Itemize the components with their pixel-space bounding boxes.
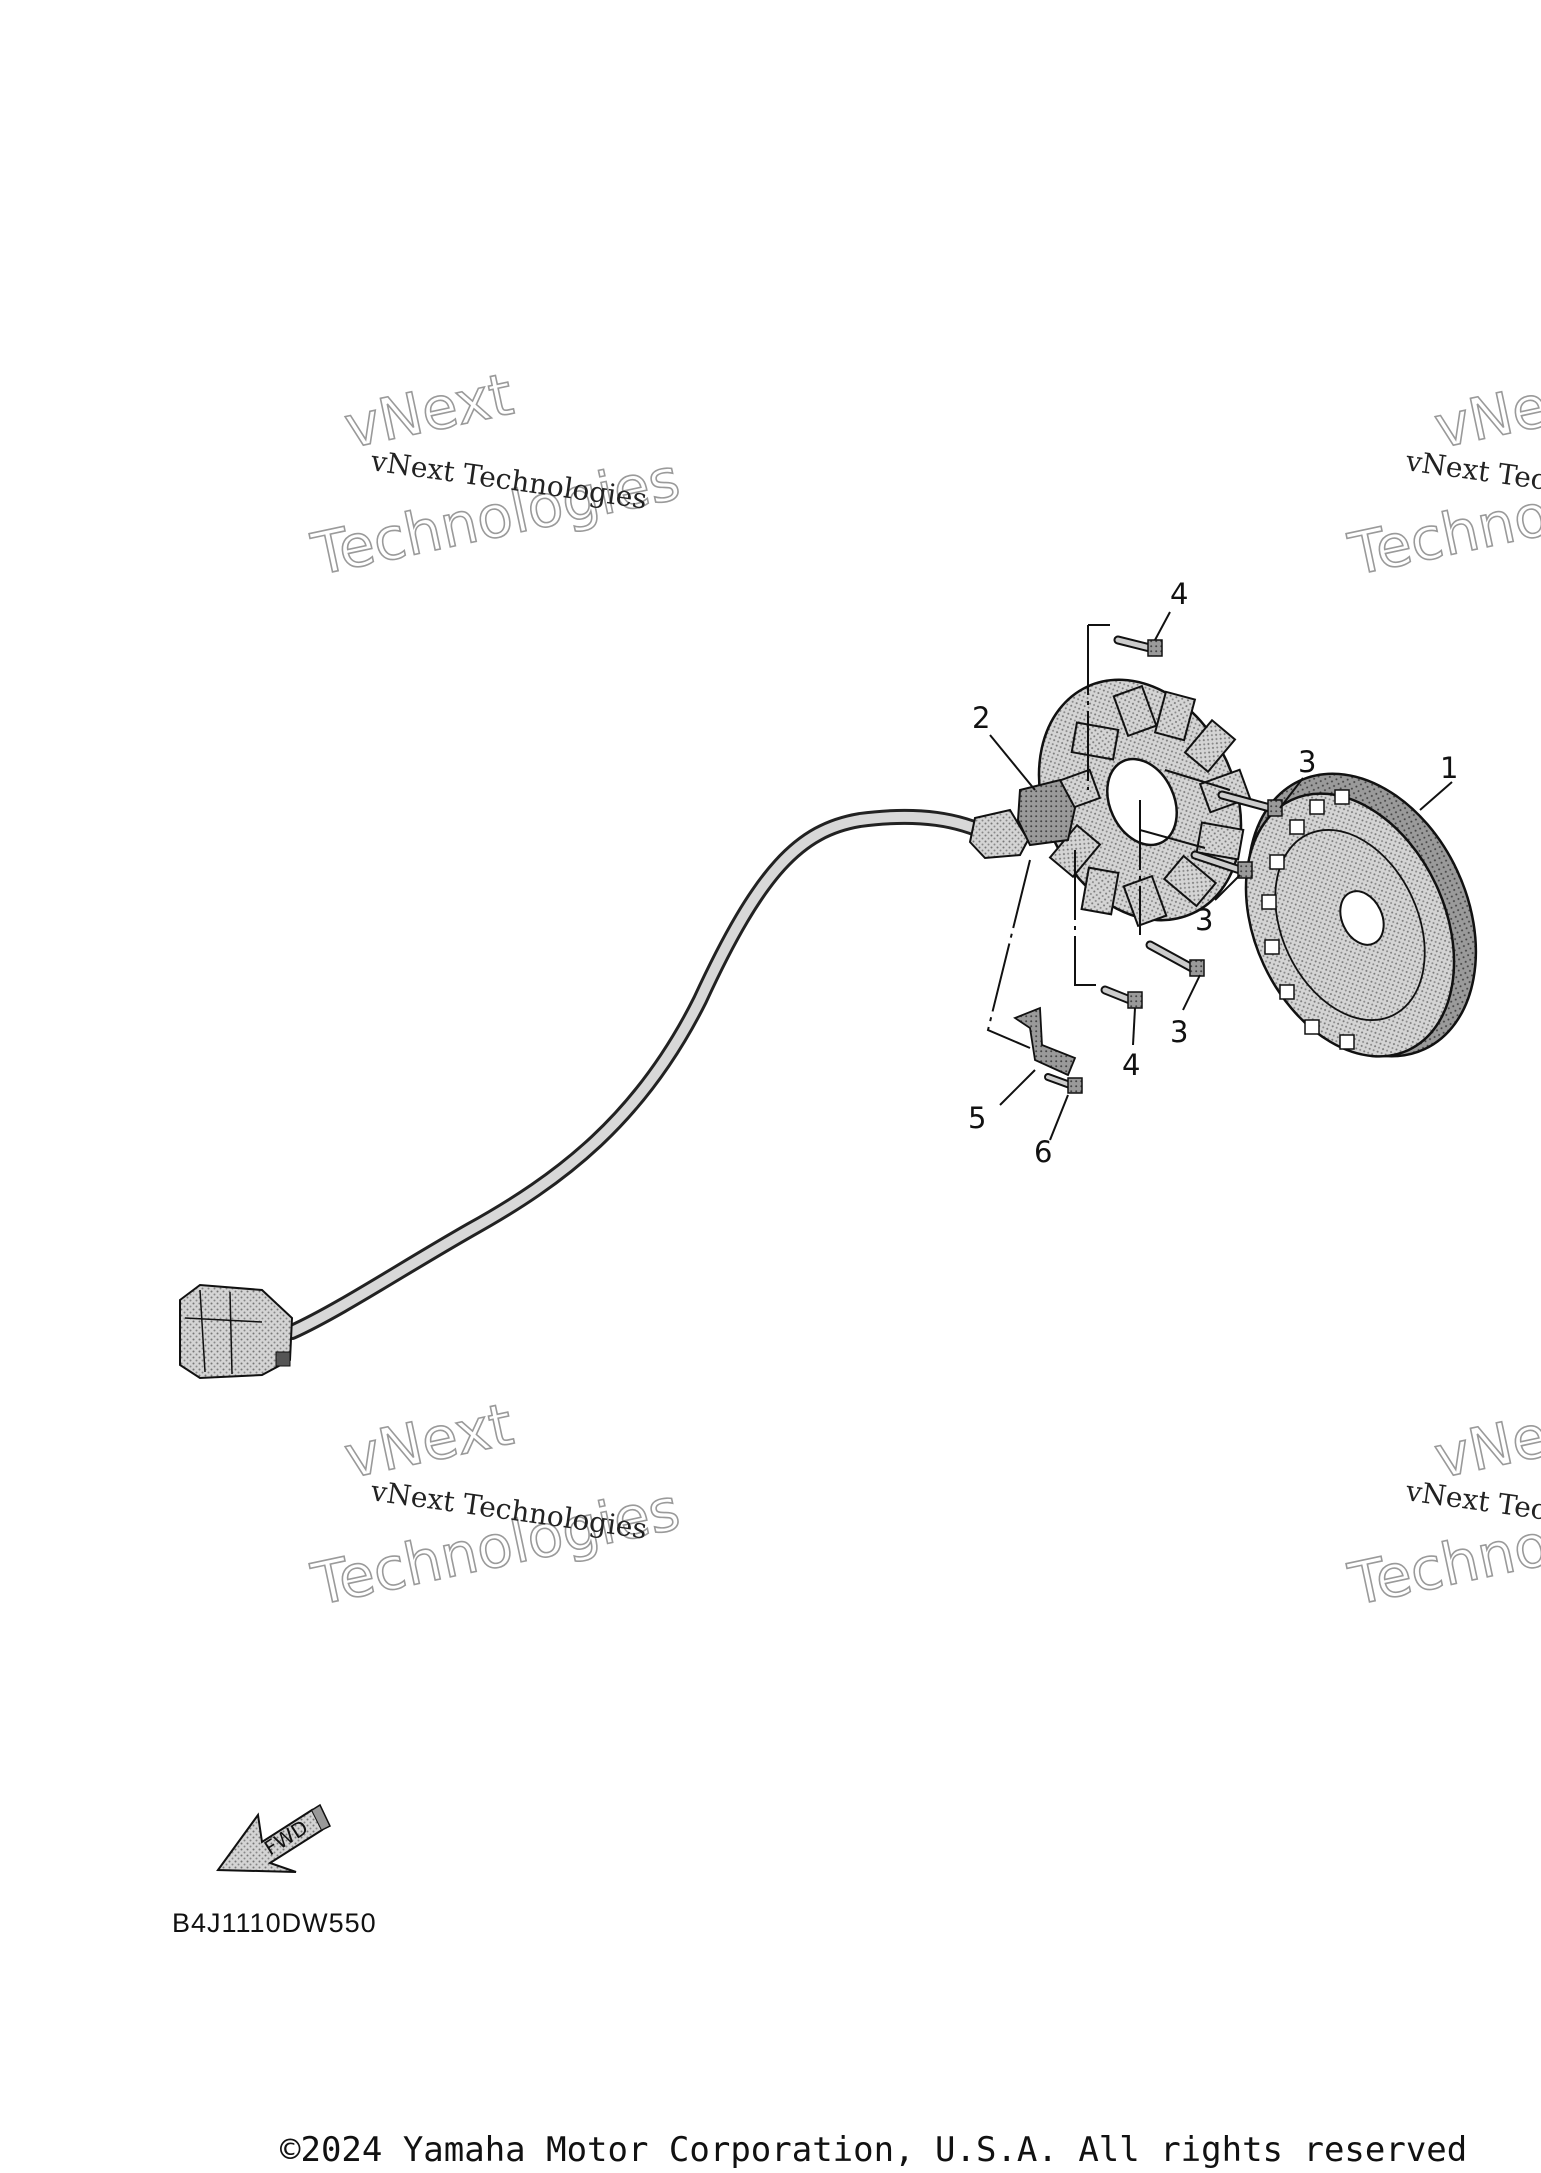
callout-2: 2: [972, 701, 990, 735]
leader-lines: [989, 611, 1453, 1141]
svg-text:vNext: vNext: [1429, 360, 1541, 462]
clamp-5: [1013, 1006, 1077, 1077]
callout-3: 3: [1195, 903, 1213, 937]
bolt-4-upper: [1113, 635, 1163, 657]
callout-3: 3: [1170, 1015, 1188, 1049]
alignment-lines: [986, 624, 1231, 1049]
svg-text:vNext: vNext: [339, 1390, 519, 1492]
callout-6: 6: [1034, 1135, 1052, 1169]
wire-harness: [179, 808, 1030, 1380]
watermark-lower-right: vNext Technologies vNext Technologies: [1342, 1389, 1541, 1620]
bolt-4-lower: [1100, 985, 1143, 1009]
watermark-upper-right: vNext Technologies vNext Technologies: [1342, 359, 1541, 590]
callout-3: 3: [1298, 745, 1316, 779]
svg-text:vNext: vNext: [1429, 1390, 1541, 1492]
copyright-notice: ©2024 Yamaha Motor Corporation, U.S.A. A…: [280, 2130, 1468, 2170]
callout-4: 4: [1122, 1048, 1140, 1082]
callout-4: 4: [1170, 577, 1188, 611]
bolt-3-a: [1217, 790, 1283, 817]
flywheel-rotor: [1244, 772, 1478, 1058]
watermark-upper-left: vNext Technologies vNext Technologies: [305, 359, 686, 590]
svg-text:vNext: vNext: [339, 360, 519, 462]
bolt-3-c: [1145, 940, 1205, 977]
callout-5: 5: [968, 1101, 986, 1135]
screw-6: [1044, 1073, 1083, 1094]
fwd-arrow-icon: FWD: [216, 1803, 331, 1873]
bolt-3-b: [1190, 850, 1253, 879]
watermark-lower-left: vNext Technologies vNext Technologies: [305, 1389, 686, 1620]
diagram-code: B4J1110DW550: [172, 1908, 377, 1938]
harness-connector: [179, 1283, 294, 1380]
callout-1: 1: [1440, 751, 1458, 785]
